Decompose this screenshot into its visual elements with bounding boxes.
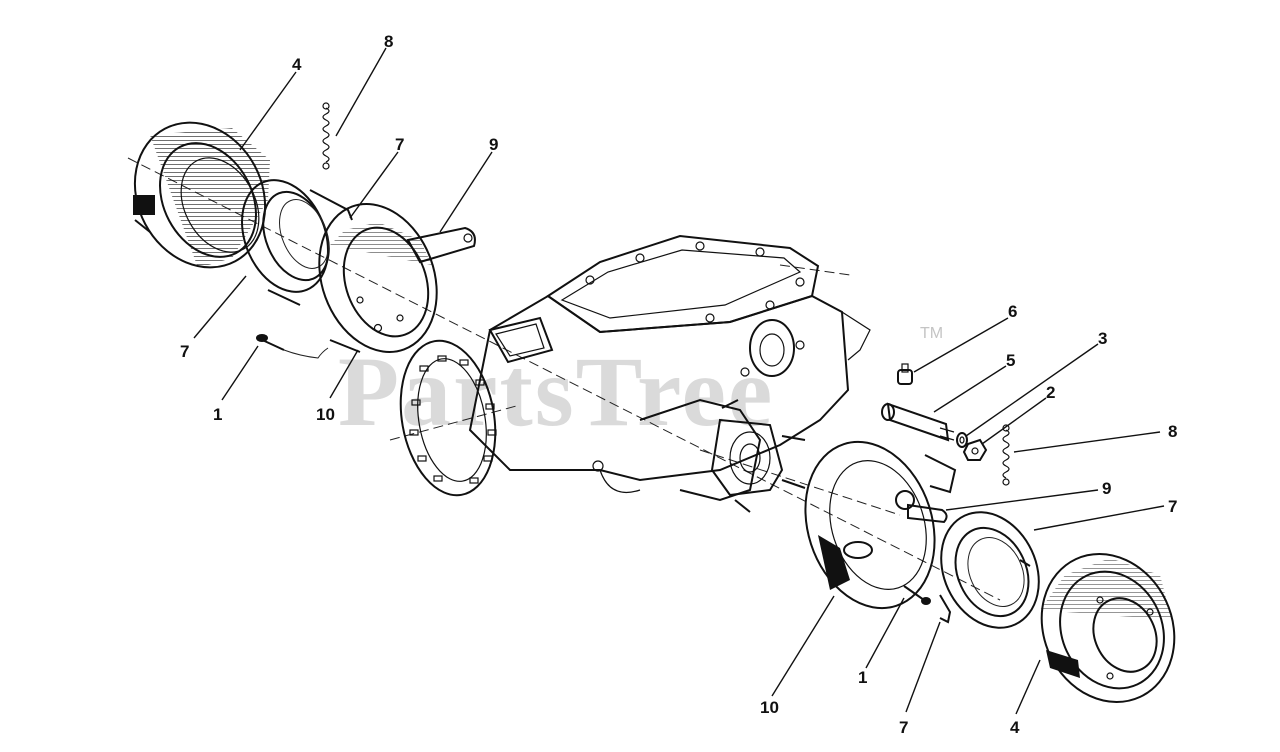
callout-2: 2 [1046, 383, 1055, 402]
left-brake-lever [406, 226, 476, 264]
right-lever-shaft [907, 503, 948, 524]
callout-1-left: 1 [213, 405, 222, 424]
callout-numbers: 8 4 7 9 7 1 10 6 5 3 2 8 9 7 1 10 7 4 [180, 32, 1177, 737]
left-brake-shoe [241, 179, 353, 306]
callout-6: 6 [1008, 302, 1017, 321]
left-flange-bolt-holes [409, 355, 497, 484]
right-backing-plate [804, 440, 957, 610]
callout-3: 3 [1098, 329, 1107, 348]
callout-1-right: 1 [858, 668, 867, 687]
right-spring [1002, 424, 1010, 486]
leader-lines [193, 47, 1165, 715]
callout-8-right: 8 [1168, 422, 1177, 441]
left-bolt [256, 334, 329, 359]
axis-centerlines [127, 157, 1001, 601]
callout-4-top: 4 [292, 55, 302, 74]
right-pivot-pin [881, 402, 955, 442]
right-grease-fitting [897, 363, 913, 385]
callout-10-right: 10 [760, 698, 779, 717]
left-backing-plate [318, 203, 438, 353]
callout-5: 5 [1006, 351, 1015, 370]
callout-8-top: 8 [384, 32, 393, 51]
watermark-text: PartsTree [338, 336, 774, 447]
left-brake-drum [133, 121, 270, 269]
parts-tree-watermark: PartsTree TM [338, 325, 943, 447]
callout-7-right: 7 [1168, 497, 1177, 516]
right-bolt [903, 585, 931, 605]
transaxle-housing [399, 234, 871, 513]
right-washer [956, 432, 968, 448]
callout-9-top: 9 [489, 135, 498, 154]
right-nut [962, 438, 988, 461]
callout-10-left: 10 [316, 405, 335, 424]
right-brake-drum [1040, 553, 1176, 703]
left-spring [322, 102, 330, 170]
callout-7-top: 7 [395, 135, 404, 154]
callout-4-bottom: 4 [1010, 718, 1020, 737]
right-brake-shoe [939, 511, 1040, 629]
callout-9-right: 9 [1102, 479, 1111, 498]
callout-7-left: 7 [180, 342, 189, 361]
callout-7-bottom: 7 [899, 718, 908, 737]
watermark-trademark: TM [920, 325, 943, 342]
